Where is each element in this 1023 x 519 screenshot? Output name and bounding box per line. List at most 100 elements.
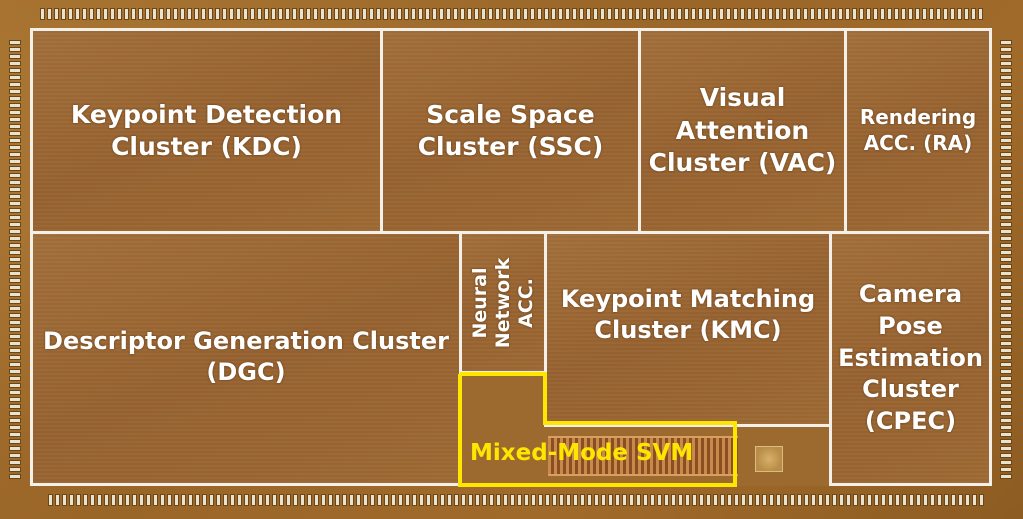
- io-pad: [1000, 40, 1012, 45]
- io-pad: [251, 494, 256, 506]
- vac-label: Visual Attention Cluster (VAC): [648, 83, 837, 178]
- io-pad: [859, 8, 864, 20]
- io-pad: [923, 494, 928, 506]
- io-pad: [1000, 446, 1012, 451]
- io-pad: [9, 299, 21, 304]
- block-keypoint-matching-cluster: Keypoint Matching Cluster (KMC): [544, 231, 832, 427]
- io-pad: [313, 8, 318, 20]
- io-pad: [390, 8, 395, 20]
- io-pad: [146, 494, 151, 506]
- io-pad: [594, 494, 599, 506]
- io-pad: [9, 369, 21, 374]
- block-camera-pose-estimation-cluster: Camera Pose Estimation Cluster (CPEC): [829, 231, 992, 486]
- io-pad: [9, 257, 21, 262]
- io-pad: [9, 89, 21, 94]
- io-pad: [166, 8, 171, 20]
- io-pad: [915, 8, 920, 20]
- io-pad: [769, 494, 774, 506]
- io-pad: [754, 8, 759, 20]
- io-pad: [908, 8, 913, 20]
- io-pad: [684, 8, 689, 20]
- io-pad: [9, 334, 21, 339]
- io-pad: [159, 8, 164, 20]
- io-pad: [244, 494, 249, 506]
- io-pad: [9, 208, 21, 213]
- io-pad: [75, 8, 80, 20]
- io-pad: [370, 494, 375, 506]
- io-pad: [439, 8, 444, 20]
- io-pad: [1000, 306, 1012, 311]
- io-pad: [1000, 411, 1012, 416]
- block-keypoint-detection-cluster: Keypoint Detection Cluster (KDC): [30, 28, 383, 234]
- io-pad: [215, 8, 220, 20]
- io-pad: [831, 8, 836, 20]
- io-pad: [747, 8, 752, 20]
- io-pad: [1000, 47, 1012, 52]
- io-pad: [9, 222, 21, 227]
- io-pad: [9, 348, 21, 353]
- io-pad: [447, 494, 452, 506]
- io-pad: [600, 8, 605, 20]
- io-pad: [1000, 460, 1012, 465]
- io-pad: [1000, 278, 1012, 283]
- io-pad: [160, 494, 165, 506]
- io-pad: [1000, 166, 1012, 171]
- block-scale-space-cluster: Scale Space Cluster (SSC): [380, 28, 641, 234]
- io-pad: [1000, 61, 1012, 66]
- io-pad: [796, 8, 801, 20]
- io-pad: [930, 494, 935, 506]
- io-pad: [628, 8, 633, 20]
- io-pad: [398, 494, 403, 506]
- io-pad: [551, 8, 556, 20]
- io-pad: [811, 494, 816, 506]
- io-pad: [1000, 236, 1012, 241]
- io-pad: [964, 8, 969, 20]
- io-pad: [1000, 89, 1012, 94]
- io-pad: [1000, 82, 1012, 87]
- io-pad: [670, 8, 675, 20]
- io-pad: [9, 418, 21, 423]
- io-pad: [230, 494, 235, 506]
- io-pad: [699, 494, 704, 506]
- io-pad: [9, 278, 21, 283]
- io-pad: [334, 8, 339, 20]
- io-pad: [1000, 439, 1012, 444]
- io-pad: [355, 8, 360, 20]
- io-pad: [663, 8, 668, 20]
- io-pad: [1000, 467, 1012, 472]
- io-pad: [307, 494, 312, 506]
- io-pad: [972, 494, 977, 506]
- io-pad: [153, 494, 158, 506]
- io-pad: [544, 8, 549, 20]
- io-pad: [9, 446, 21, 451]
- io-pad: [9, 341, 21, 346]
- io-pad: [188, 494, 193, 506]
- io-pad: [40, 8, 45, 20]
- io-pad: [761, 8, 766, 20]
- io-pad: [9, 467, 21, 472]
- io-pad: [9, 54, 21, 59]
- io-pad: [202, 494, 207, 506]
- io-pad: [125, 494, 130, 506]
- io-pad: [475, 494, 480, 506]
- io-pad: [9, 215, 21, 220]
- io-pad: [579, 8, 584, 20]
- io-pad: [306, 8, 311, 20]
- io-pad: [341, 8, 346, 20]
- io-pad: [474, 8, 479, 20]
- io-pad: [320, 8, 325, 20]
- io-pad: [349, 494, 354, 506]
- io-pad: [300, 494, 305, 506]
- io-pad: [9, 187, 21, 192]
- io-pad: [383, 8, 388, 20]
- io-pad: [9, 201, 21, 206]
- io-pad: [9, 264, 21, 269]
- io-pad: [664, 494, 669, 506]
- io-pad: [944, 494, 949, 506]
- io-pad: [1000, 124, 1012, 129]
- io-pad: [229, 8, 234, 20]
- io-pad: [1000, 271, 1012, 276]
- io-pad: [9, 460, 21, 465]
- io-pad: [48, 494, 53, 506]
- io-pad: [152, 8, 157, 20]
